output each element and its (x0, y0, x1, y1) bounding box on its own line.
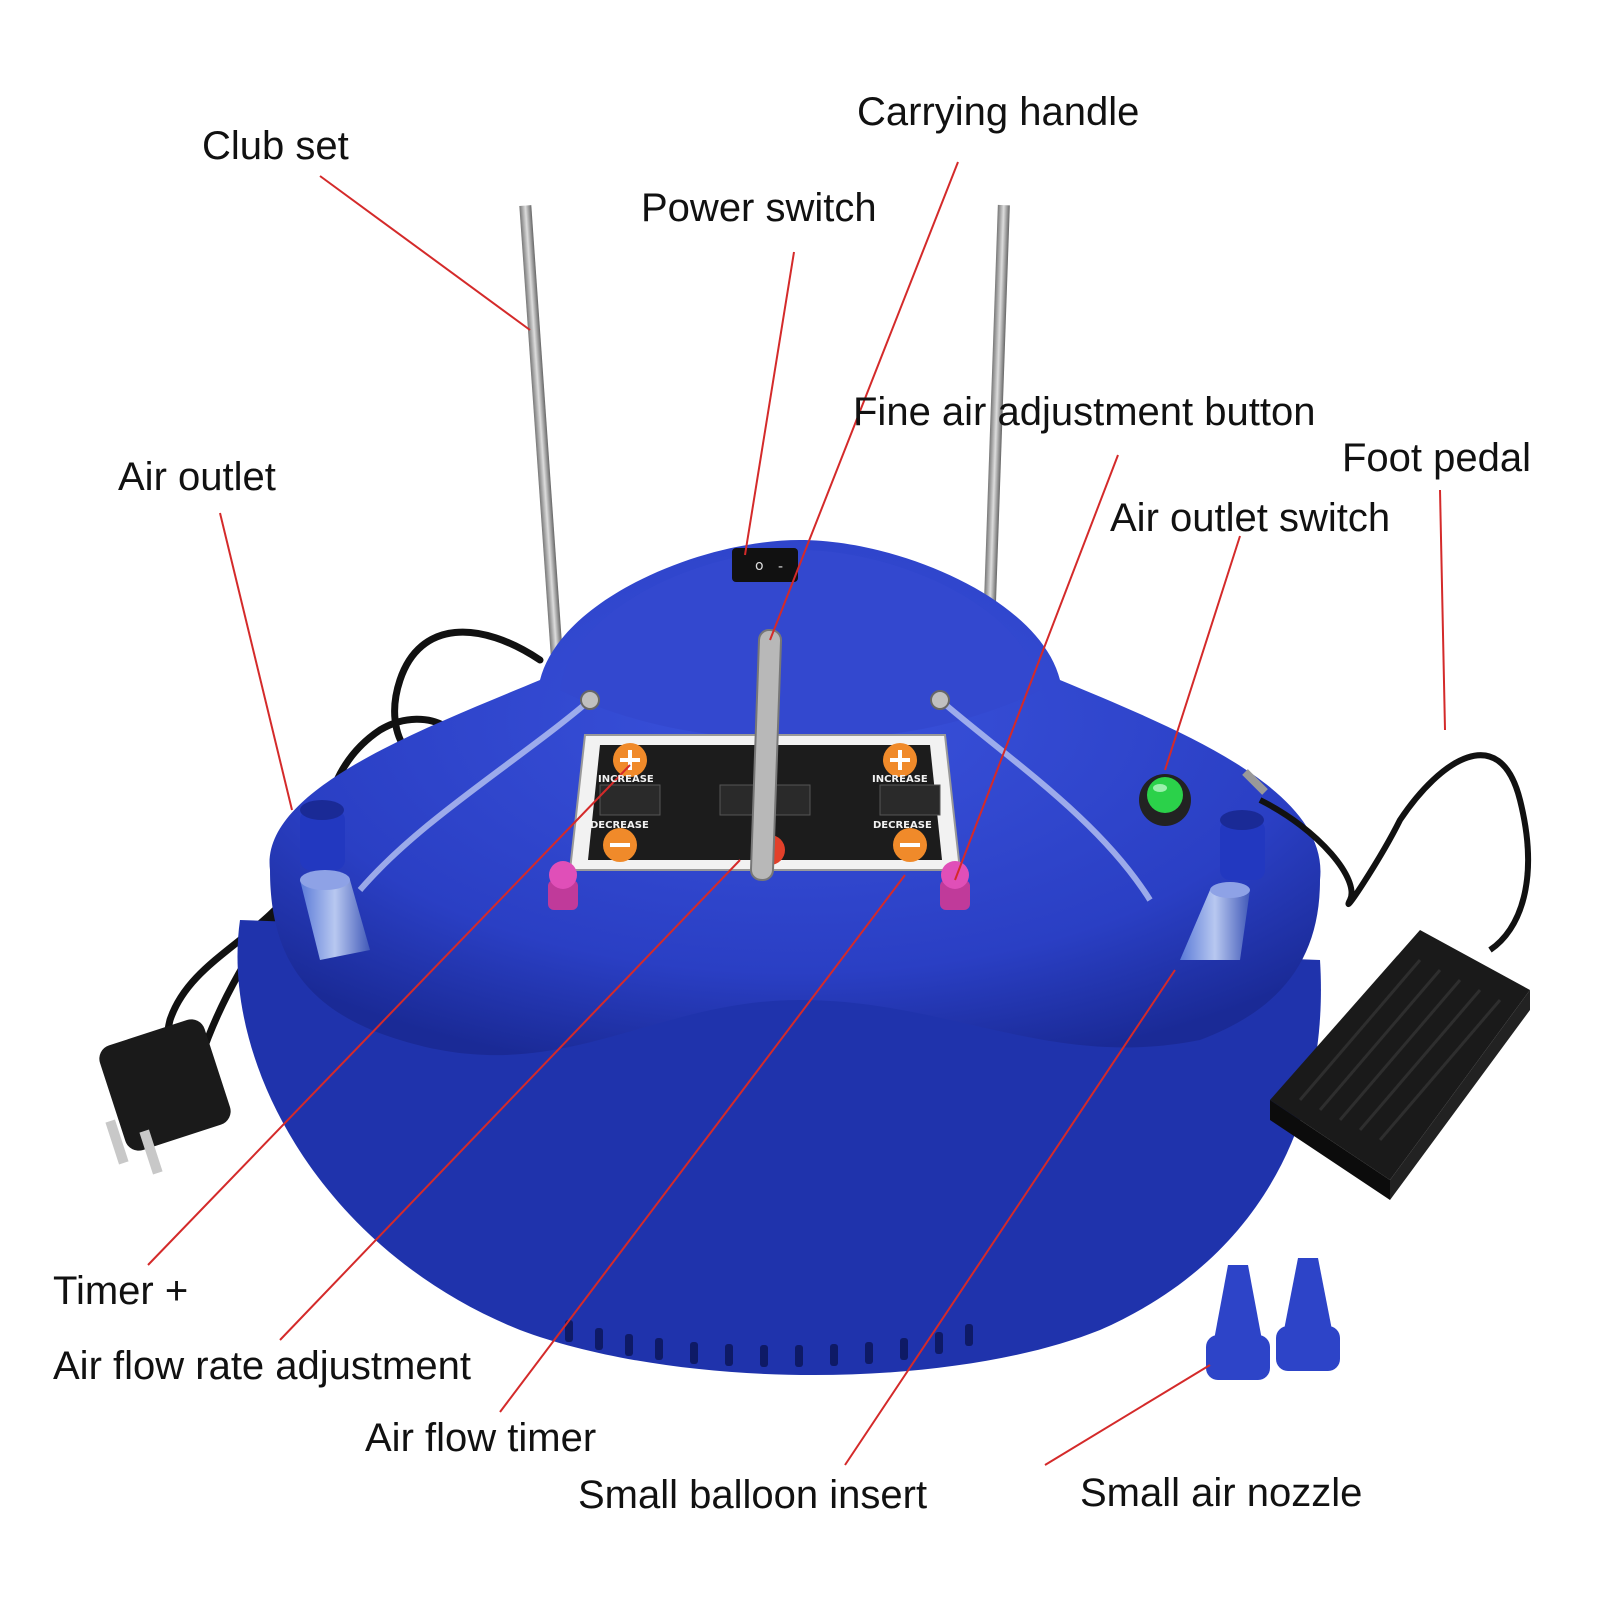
label-small-air-nozzle: Small air nozzle (1080, 1471, 1363, 1515)
increase-button-right[interactable] (883, 743, 917, 777)
panel-decrease-left-label: DECREASE (590, 820, 649, 831)
decrease-button-right[interactable] (893, 828, 927, 862)
leader-lines (147, 161, 1446, 1466)
panel-increase-right-label: INCREASE (872, 774, 928, 785)
label-carrying-handle: Carrying handle (857, 90, 1140, 134)
small-air-nozzle-2 (1276, 1258, 1340, 1371)
label-small-balloon-insert: Small balloon insert (578, 1473, 928, 1517)
label-air-flow-timer: Air flow timer (365, 1416, 597, 1460)
label-power-switch: Power switch (641, 186, 877, 230)
club-set-rods (519, 204, 1010, 656)
panel-decrease-right-label: DECREASE (873, 820, 932, 831)
carrying-handle[interactable] (749, 629, 783, 881)
air-outlet-right[interactable] (1180, 810, 1265, 960)
label-air-outlet: Air outlet (118, 455, 276, 499)
label-club-set: Club set (202, 124, 349, 168)
increase-button-left[interactable] (613, 743, 647, 777)
label-air-outlet-switch: Air outlet switch (1110, 496, 1391, 540)
air-outlet-switch[interactable] (1139, 774, 1191, 826)
fine-air-adjustment-knob[interactable] (940, 861, 970, 910)
power-switch[interactable]: o - (732, 548, 798, 582)
small-air-nozzle-1 (1206, 1265, 1270, 1380)
decrease-button-left[interactable] (603, 828, 637, 862)
label-air-flow-rate-adjustment: Air flow rate adjustment (53, 1344, 471, 1388)
svg-text:o: o (755, 558, 764, 574)
panel-screws (580, 690, 950, 710)
power-plug (99, 1019, 231, 1175)
air-outlet-left[interactable] (300, 800, 370, 960)
label-fine-air-adjustment-button: Fine air adjustment button (853, 390, 1316, 434)
label-timer-plus: Timer + (53, 1269, 189, 1313)
label-foot-pedal: Foot pedal (1342, 436, 1532, 480)
panel-increase-left-label: INCREASE (598, 774, 654, 785)
svg-text:-: - (778, 559, 783, 575)
air-tubes (357, 697, 1153, 902)
air-flow-rate-knob[interactable] (548, 861, 578, 910)
foot-pedal[interactable] (1242, 752, 1532, 1200)
